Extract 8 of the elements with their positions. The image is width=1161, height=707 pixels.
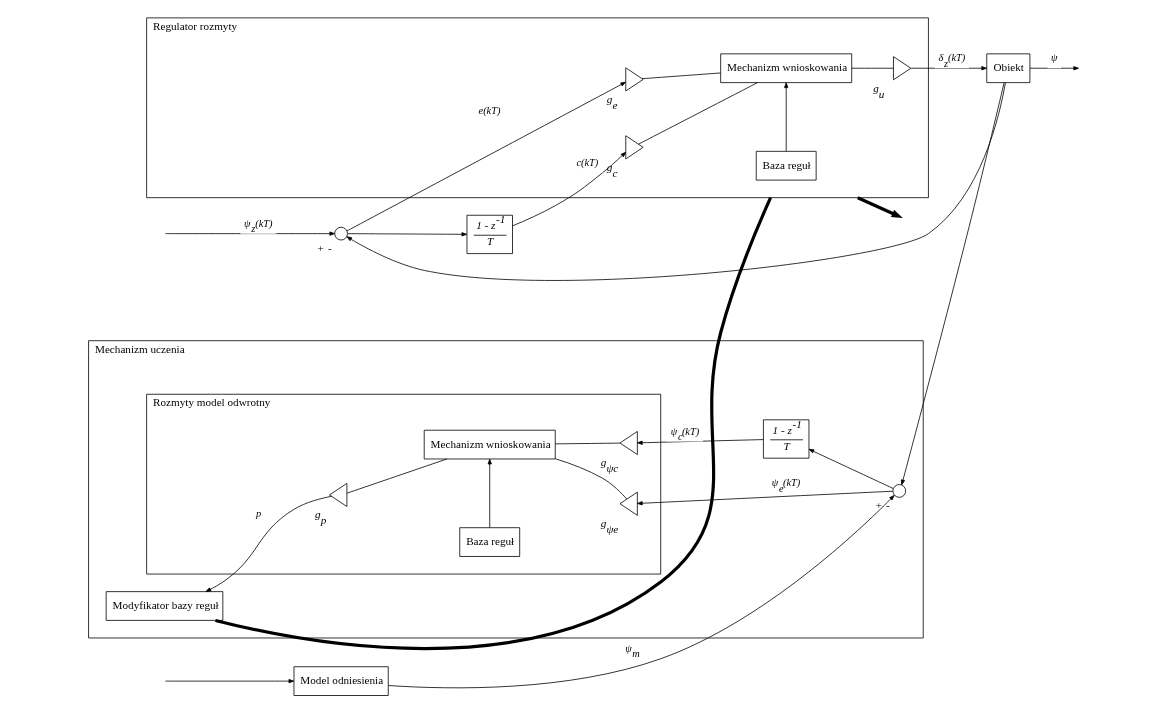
node-label: - — [327, 241, 332, 254]
edge-label: ψ — [1050, 52, 1058, 64]
edge-label: p — [255, 507, 261, 519]
node-label: - — [885, 499, 890, 512]
node-label: + — [874, 499, 882, 512]
node-label: + — [316, 241, 324, 254]
edge-label: e(kT) — [478, 105, 500, 117]
edge-label: c(kT) — [575, 157, 598, 169]
